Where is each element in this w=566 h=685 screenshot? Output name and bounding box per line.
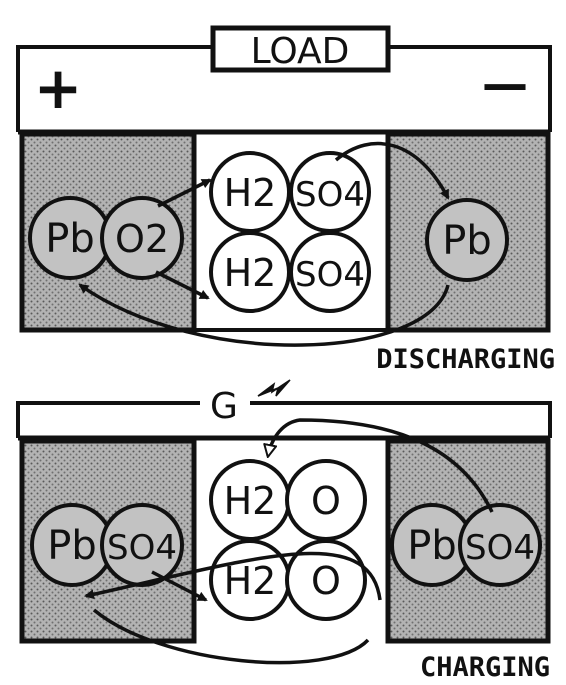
reaction-arrow (151, 570, 208, 602)
positive-terminal-sign: + (34, 54, 83, 122)
electrolyte-left-label: H2 (224, 251, 277, 295)
charging-caption: CHARGING (420, 652, 550, 683)
pbo2-molecule: Pb O2 (28, 196, 184, 280)
electrolyte-molecule: H2 O (209, 539, 367, 621)
pbso4-molecule: Pb SO4 (30, 503, 184, 587)
pbo2-group-label: O2 (115, 217, 169, 261)
discharging-panel: LOAD + — Pb O2 H2 SO4 H2 SO4 (16, 25, 555, 375)
reaction-arrow (334, 141, 450, 200)
reaction-arrow (268, 418, 494, 513)
electrolyte-left-label: H2 (224, 479, 277, 523)
external-circuit-wire (16, 401, 552, 438)
electrolyte-right-label: SO4 (295, 255, 365, 295)
electrolyte-molecule: H2 O (209, 459, 367, 541)
generator-label: G (210, 386, 238, 427)
pbso4-molecule: Pb SO4 (390, 503, 542, 587)
electrolyte-molecule: H2 SO4 (209, 151, 371, 233)
discharging-caption: DISCHARGING (376, 344, 555, 375)
pbso4-atom-label: Pb (47, 523, 97, 569)
pbo2-atom-label: Pb (45, 216, 95, 262)
reaction-arrow (92, 608, 370, 665)
pbso4-group-label: SO4 (465, 528, 535, 568)
negative-terminal-sign: — (482, 57, 528, 111)
electrolyte-right-label: SO4 (295, 175, 365, 215)
lightning-bolt-icon (257, 379, 291, 397)
load-box (210, 25, 391, 73)
electrolyte-left-label: H2 (224, 171, 277, 215)
electrolyte-right-label: O (311, 559, 341, 603)
reaction-arrow (78, 283, 450, 347)
load-label: LOAD (251, 31, 350, 72)
external-circuit-wire (16, 45, 552, 132)
electrolyte-left-label: H2 (224, 559, 277, 603)
pbso4-atom-label: Pb (407, 523, 457, 569)
reaction-arrow (157, 178, 212, 208)
reaction-arrow (155, 270, 210, 300)
pb-molecule: Pb (425, 198, 509, 282)
pb-atom-label: Pb (442, 218, 492, 264)
reaction-arrow (84, 551, 382, 601)
charging-panel: G Pb SO4 H2 O H2 O Pb (16, 379, 552, 683)
electrolyte-right-label: O (311, 479, 341, 523)
pbso4-group-label: SO4 (107, 528, 177, 568)
electrolyte-molecule: H2 SO4 (209, 231, 371, 313)
